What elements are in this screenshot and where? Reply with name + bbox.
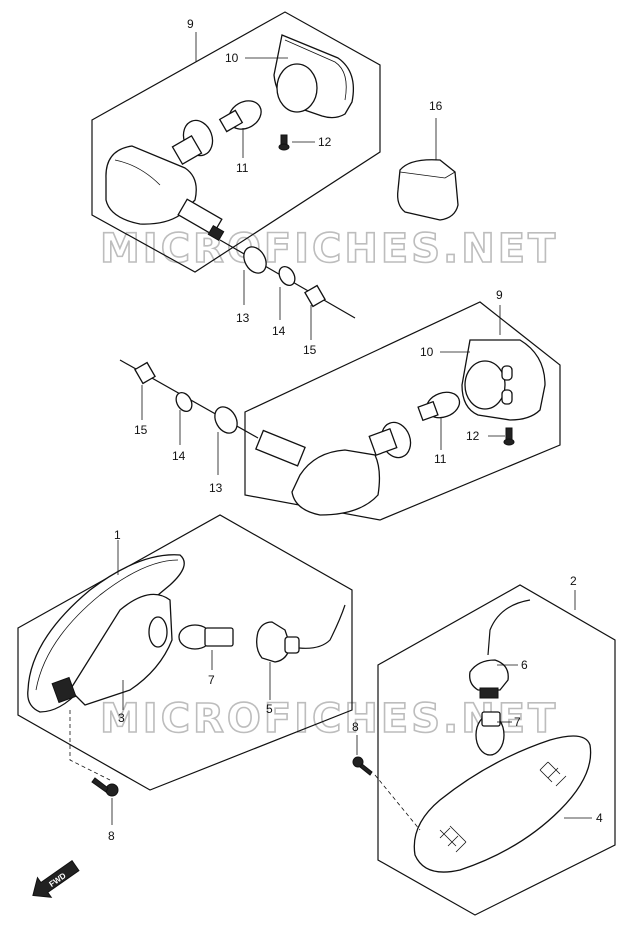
middle-nut-15 <box>134 361 156 385</box>
upper-stem <box>177 198 223 236</box>
left-socket-5 <box>256 621 291 663</box>
watermark-top: MICROFICHES.NET <box>100 226 558 272</box>
callout-upper-15: 15 <box>303 343 317 357</box>
callout-7-left: 7 <box>208 673 215 687</box>
callout-6: 6 <box>521 658 528 672</box>
callout-mid-13: 13 <box>209 481 223 495</box>
cover-16 <box>397 159 459 221</box>
fwd-arrow-icon <box>32 860 80 898</box>
callout-mid-15: 15 <box>134 423 148 437</box>
callout-mid-10: 10 <box>420 345 434 359</box>
upper-washer-13 <box>243 246 267 274</box>
upper-signal-assembly: 9 10 11 12 13 14 15 <box>91 11 381 357</box>
callout-mid-9: 9 <box>496 288 503 302</box>
middle-signal-assembly: 9 10 11 12 13 14 15 <box>119 288 561 521</box>
callout-upper-9: 9 <box>187 17 194 31</box>
callout-1: 1 <box>114 528 121 542</box>
middle-washer-13 <box>214 406 238 434</box>
middle-washer-14 <box>175 392 193 412</box>
right-signal-assembly: 2 4 6 7 8 <box>352 574 616 916</box>
middle-assembly-frame <box>244 301 561 521</box>
callout-7-right: 7 <box>514 715 521 729</box>
left-housing-3 <box>69 593 173 706</box>
callout-4: 4 <box>596 811 603 825</box>
callout-2: 2 <box>570 574 577 588</box>
callout-upper-12: 12 <box>318 135 332 149</box>
callout-mid-14: 14 <box>172 449 186 463</box>
middle-stem <box>255 429 306 467</box>
callout-8-left: 8 <box>108 829 115 843</box>
fwd-arrow: FWD <box>32 860 80 898</box>
upper-washer-14 <box>278 266 296 286</box>
upper-lens <box>276 63 318 113</box>
callout-mid-11: 11 <box>434 452 447 466</box>
part-16-cover: 16 <box>397 99 459 221</box>
left-screw-8 <box>105 783 119 797</box>
right-screw-8 <box>352 756 364 768</box>
right-lens-4 <box>413 735 592 873</box>
callout-16: 16 <box>429 99 443 113</box>
middle-lens <box>464 360 506 410</box>
upper-nut-15 <box>304 284 326 308</box>
right-socket-6 <box>469 659 509 691</box>
callout-8-right: 8 <box>352 720 359 734</box>
callout-upper-10: 10 <box>225 51 239 65</box>
callout-mid-12: 12 <box>466 429 480 443</box>
right-assembly-frame <box>377 584 616 916</box>
callout-5: 5 <box>266 702 273 716</box>
callout-upper-13: 13 <box>236 311 250 325</box>
left-assembly-frame <box>17 514 353 791</box>
callout-upper-11: 11 <box>236 161 249 175</box>
upper-assembly-frame <box>91 11 381 273</box>
callout-upper-14: 14 <box>272 324 286 338</box>
middle-signal-body <box>291 449 381 516</box>
left-signal-assembly: 1 3 5 7 8 <box>17 514 353 843</box>
callout-3: 3 <box>118 711 125 725</box>
